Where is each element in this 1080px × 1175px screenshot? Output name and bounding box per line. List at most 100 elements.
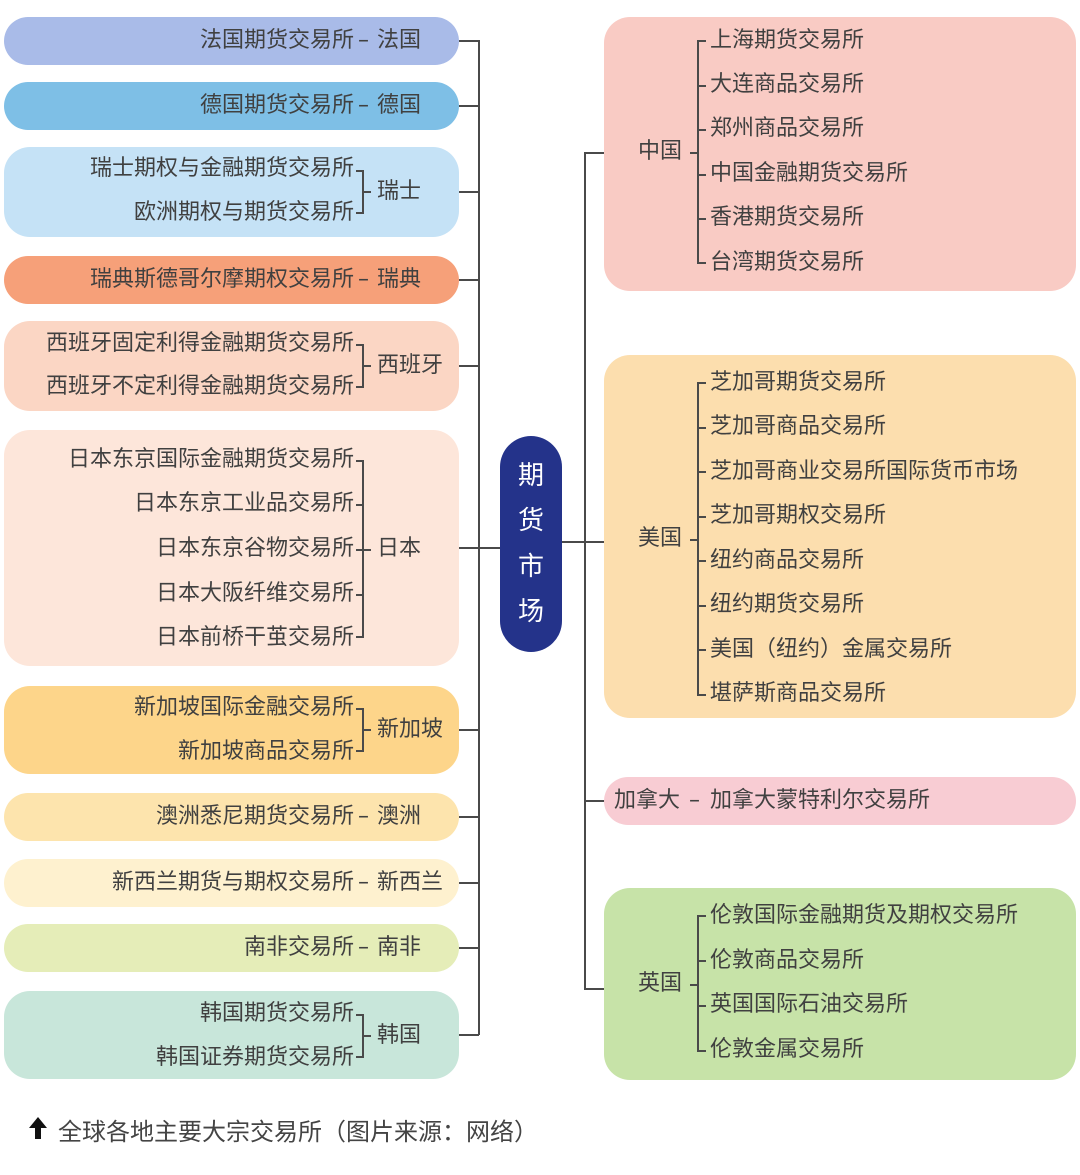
- china-exchange-5: 香港期货交易所: [710, 205, 865, 230]
- right-spine: [584, 152, 586, 990]
- usa-tick-5: [698, 560, 706, 562]
- germany-box: [4, 82, 459, 130]
- singapore-tick-mid: [363, 729, 371, 731]
- usa-tick-8: [698, 694, 706, 696]
- korea-country: 韩国: [377, 1023, 422, 1048]
- left-conn-newzealand: [459, 882, 479, 884]
- uk-tick-mid: [690, 984, 698, 986]
- right-conn-center: [562, 541, 604, 543]
- france-country: 法国: [377, 28, 422, 53]
- singapore-tick-1: [356, 708, 364, 710]
- china-tick-2: [698, 85, 706, 87]
- japan-exchange-5: 日本前桥干茧交易所: [155, 625, 354, 650]
- china-tick-3: [698, 129, 706, 131]
- singapore-exchange-1: 新加坡国际金融交易所: [133, 695, 354, 720]
- japan-tick-5: [356, 636, 364, 638]
- southafrica-sep: –: [358, 935, 369, 960]
- center-char-3: 市: [517, 551, 544, 582]
- left-conn-france: [459, 40, 479, 42]
- usa-box: [604, 355, 1076, 718]
- japan-tick-4: [356, 594, 364, 596]
- usa-exchange-5: 纽约商品交易所: [710, 548, 865, 573]
- canada-box: [604, 777, 1076, 825]
- switzerland-tick-mid: [363, 191, 371, 193]
- switzerland-exchange-2: 欧洲期权与期货交易所: [133, 200, 354, 225]
- japan-box: [4, 430, 459, 666]
- usa-exchange-6: 纽约期货交易所: [710, 592, 865, 617]
- uk-exchange-1: 伦敦国际金融期货及期权交易所: [710, 903, 1019, 928]
- singapore-country: 新加坡: [377, 717, 444, 742]
- singapore-tick-2: [356, 750, 364, 752]
- australia-country: 澳洲: [377, 804, 422, 829]
- southafrica-exchange: 南非交易所: [243, 935, 354, 960]
- china-tick-4: [698, 174, 706, 176]
- china-tick-mid: [690, 152, 698, 154]
- uk-tick-4: [698, 1050, 706, 1052]
- france-sep: –: [358, 28, 369, 53]
- switzerland-tick-2: [356, 212, 364, 214]
- center-char-2: 货: [517, 506, 544, 537]
- uk-exchange-2: 伦敦商品交易所: [710, 948, 865, 973]
- australia-sep: –: [358, 804, 369, 829]
- caption: 全球各地主要大宗交易所（图片来源：网络）: [28, 1116, 538, 1148]
- japan-exchange-1: 日本东京国际金融期货交易所: [67, 447, 354, 472]
- spain-tick-2: [356, 386, 364, 388]
- uk-country: 英国: [638, 971, 683, 996]
- china-exchange-1: 上海期货交易所: [710, 28, 865, 53]
- china-tick-5: [698, 218, 706, 220]
- left-conn-singapore: [459, 729, 479, 731]
- right-conn-canada: [584, 800, 605, 802]
- china-exchange-3: 郑州商品交易所: [710, 116, 865, 141]
- germany-country: 德国: [377, 93, 422, 118]
- switzerland-box: [4, 147, 459, 237]
- left-conn-australia: [459, 816, 479, 818]
- left-conn-sweden: [459, 279, 479, 281]
- usa-tick-mid: [690, 539, 698, 541]
- singapore-box: [4, 686, 459, 774]
- southafrica-country: 南非: [377, 935, 422, 960]
- canada-country: 加拿大: [614, 788, 681, 813]
- spain-tick-1: [356, 344, 364, 346]
- spain-exchange-1: 西班牙固定利得金融期货交易所: [45, 331, 354, 356]
- usa-tick-4: [698, 516, 706, 518]
- usa-bracket: [697, 382, 699, 696]
- usa-exchange-8: 堪萨斯商品交易所: [710, 681, 887, 706]
- newzealand-sep: –: [358, 870, 369, 895]
- left-conn-spain: [459, 365, 479, 367]
- korea-exchange-1: 韩国期货交易所: [199, 1001, 354, 1026]
- usa-exchange-3: 芝加哥商业交易所国际货币市场: [710, 459, 1019, 484]
- japan-exchange-4: 日本大阪纤维交易所: [155, 581, 354, 606]
- japan-tick-mid: [363, 549, 371, 551]
- uk-tick-2: [698, 960, 706, 962]
- usa-tick-3: [698, 471, 706, 473]
- usa-exchange-7: 美国（纽约）金属交易所: [710, 637, 953, 662]
- japan-tick-1: [356, 460, 364, 462]
- uk-bracket: [697, 915, 699, 1052]
- central-node: 期 货 市 场: [500, 436, 562, 652]
- korea-tick-1: [356, 1014, 364, 1016]
- usa-country: 美国: [638, 526, 683, 551]
- china-exchange-2: 大连商品交易所: [710, 72, 865, 97]
- japan-tick-3: [356, 549, 364, 551]
- china-box: [604, 17, 1076, 291]
- china-bracket: [697, 40, 699, 264]
- uk-exchange-4: 伦敦金属交易所: [710, 1037, 865, 1062]
- japan-country: 日本: [377, 536, 422, 561]
- uk-exchange-3: 英国国际石油交易所: [710, 992, 909, 1017]
- left-conn-japan: [459, 547, 501, 549]
- spain-tick-mid: [363, 365, 371, 367]
- right-conn-uk: [584, 988, 605, 990]
- usa-exchange-4: 芝加哥期权交易所: [710, 503, 887, 528]
- left-spine: [478, 40, 480, 1035]
- left-conn-germany: [459, 105, 479, 107]
- switzerland-exchange-1: 瑞士期权与金融期货交易所: [89, 156, 354, 181]
- usa-tick-6: [698, 605, 706, 607]
- spain-exchange-2: 西班牙不定利得金融期货交易所: [45, 374, 354, 399]
- newzealand-exchange: 新西兰期货与期权交易所: [111, 870, 354, 895]
- caption-text: 全球各地主要大宗交易所（图片来源：网络）: [58, 1118, 538, 1146]
- left-conn-switzerland: [459, 191, 479, 193]
- usa-tick-2: [698, 427, 706, 429]
- china-exchange-4: 中国金融期货交易所: [710, 161, 909, 186]
- france-exchange: 法国期货交易所: [199, 28, 354, 53]
- sweden-country: 瑞典: [377, 267, 422, 292]
